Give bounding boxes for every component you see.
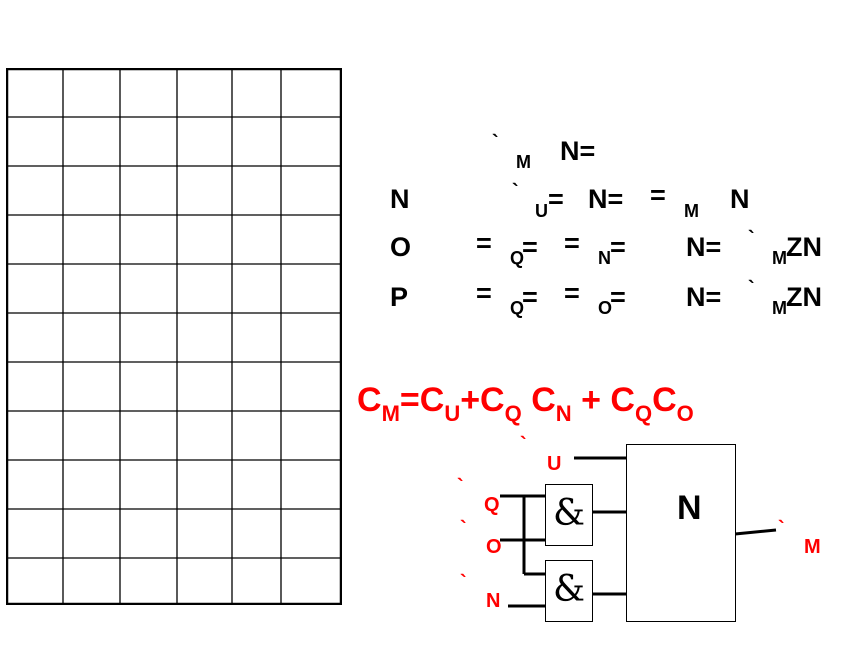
eq2-label: O — [390, 232, 412, 262]
formula-sub-q: Q — [504, 401, 522, 426]
formula-sub-n: N — [555, 401, 572, 426]
eq1-rhs: N — [730, 184, 750, 214]
carry-formula: CM=CU+CQ CN + CQCO — [357, 380, 694, 434]
eq2-rhs: ZN — [786, 232, 822, 262]
eq1-n: N= — [588, 184, 624, 214]
eq3-sub-m: M — [772, 298, 787, 318]
eq3-sub-q: Q — [510, 298, 525, 318]
formula-sub-q2: Q — [634, 401, 653, 426]
eq1-eq2: = — [650, 180, 666, 210]
eq1-eq: = — [548, 184, 564, 214]
and-gate-upper: & — [545, 484, 593, 546]
formula-c1: C — [357, 381, 382, 419]
formula-c2: =C — [399, 381, 445, 419]
eq2-n: N= — [686, 232, 722, 262]
eq3-tick: ` — [748, 278, 755, 300]
eq2-sub-n: N — [598, 248, 611, 268]
grid-lines — [6, 68, 342, 605]
input-q-tick: ` — [457, 476, 464, 498]
eq2-sub-m: M — [772, 248, 787, 268]
eq3-eq4: = — [610, 282, 626, 312]
formula-c4: C — [531, 381, 556, 419]
or-gate-main: N — [626, 444, 736, 622]
eq0-tick: ` — [492, 132, 499, 154]
eq3-rhs: ZN — [786, 282, 822, 312]
and-gate-upper-symbol: & — [552, 493, 586, 534]
eq1-sub: U — [535, 201, 548, 221]
eq3-eq3: = — [564, 278, 580, 308]
eq0-sub: M — [516, 152, 531, 172]
eq3-sub-o: O — [598, 298, 613, 318]
formula-sub-u: U — [444, 401, 461, 426]
input-n-tick: ` — [460, 572, 467, 594]
eq3-n: N= — [686, 282, 722, 312]
eq1-label: N — [390, 184, 410, 214]
eq3-eq1: = — [476, 278, 492, 308]
formula-c6: C — [652, 381, 677, 419]
eq2-eq3: = — [564, 228, 580, 258]
input-u-tick: ` — [520, 434, 527, 456]
eq3-label: P — [390, 282, 409, 312]
eq2-tick: ` — [748, 228, 755, 250]
formula-c3: +C — [460, 381, 505, 419]
or-gate-symbol: N — [677, 489, 702, 527]
eq1-sub2: M — [684, 201, 699, 221]
eq2-eq4: = — [610, 232, 626, 262]
eq0-rhs: N= — [560, 136, 596, 166]
formula-sub-m: M — [381, 401, 400, 426]
eq3-eq2: = — [522, 282, 538, 312]
output-m-tick: ` — [778, 518, 785, 540]
eq2-sub-q: Q — [510, 248, 525, 268]
grid-table — [6, 68, 342, 605]
input-o-label: O — [486, 536, 502, 558]
and-gate-lower: & — [545, 560, 593, 622]
formula-c5: + C — [571, 381, 635, 419]
input-o-tick: ` — [460, 518, 467, 540]
output-m-label: M — [804, 536, 821, 558]
eq2-eq1: = — [476, 228, 492, 258]
and-gate-lower-symbol: & — [552, 569, 586, 610]
input-n-label: N — [486, 590, 501, 612]
input-u-label: U — [547, 453, 562, 475]
eq1-tick: ` — [512, 181, 519, 203]
formula-sub-o: O — [676, 401, 694, 426]
eq2-eq2: = — [522, 232, 538, 262]
input-q-label: Q — [484, 494, 500, 516]
